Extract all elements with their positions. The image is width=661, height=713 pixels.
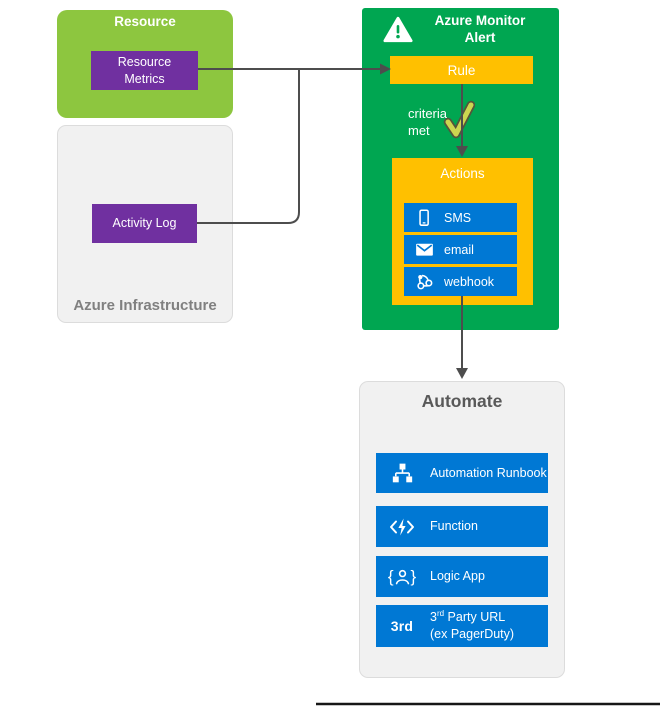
third-party-badge: 3rd <box>390 618 414 634</box>
arrowhead-down-icon <box>456 368 468 379</box>
action-item-label: email <box>444 242 474 257</box>
automate-item-thirdparty: 3rd 3rd Party URL (ex PagerDuty) <box>376 605 548 647</box>
resource-metrics-node: Resource Metrics <box>91 51 198 90</box>
function-icon <box>387 517 417 537</box>
criteria-note: criteria met <box>408 106 448 138</box>
resource-metrics-label: Resource Metrics <box>117 55 172 86</box>
rule-label: Rule <box>447 62 476 78</box>
actions-group-title: Actions <box>440 166 485 181</box>
webhook-icon <box>411 272 437 291</box>
phone-icon <box>411 208 437 228</box>
action-item-email: email <box>404 235 517 264</box>
action-item-webhook: webhook <box>404 267 517 296</box>
activity-log-label: Activity Log <box>112 216 177 231</box>
automate-item-label: Logic App <box>430 569 485 584</box>
check-mark-icon <box>443 100 475 139</box>
automate-item-logicapp: { } Logic App <box>376 556 548 597</box>
automate-item-label: 3rd Party URL (ex PagerDuty) <box>430 609 515 642</box>
automate-item-function: Function <box>376 506 548 547</box>
automate-item-runbook: Automation Runbook <box>376 453 548 493</box>
monitor-panel-title: Azure Monitor Alert <box>434 13 526 45</box>
logic-app-icon: { } <box>387 567 417 586</box>
resource-panel-title: Resource <box>114 14 176 29</box>
action-item-label: webhook <box>444 274 495 289</box>
automation-runbook-icon <box>387 463 417 484</box>
automate-item-label: Automation Runbook <box>430 465 547 480</box>
automate-item-label: Function <box>430 519 478 534</box>
action-item-sms: SMS <box>404 203 517 232</box>
rule-node: Rule <box>390 56 533 84</box>
activity-log-node: Activity Log <box>92 204 197 243</box>
monitor-panel-header: Azure Monitor Alert <box>362 13 559 47</box>
automate-panel-title: Automate <box>421 391 503 411</box>
infrastructure-panel-title: Azure Infrastructure <box>73 297 217 314</box>
warning-triangle-icon <box>383 17 413 43</box>
action-item-label: SMS <box>444 210 472 225</box>
email-icon <box>411 240 437 259</box>
